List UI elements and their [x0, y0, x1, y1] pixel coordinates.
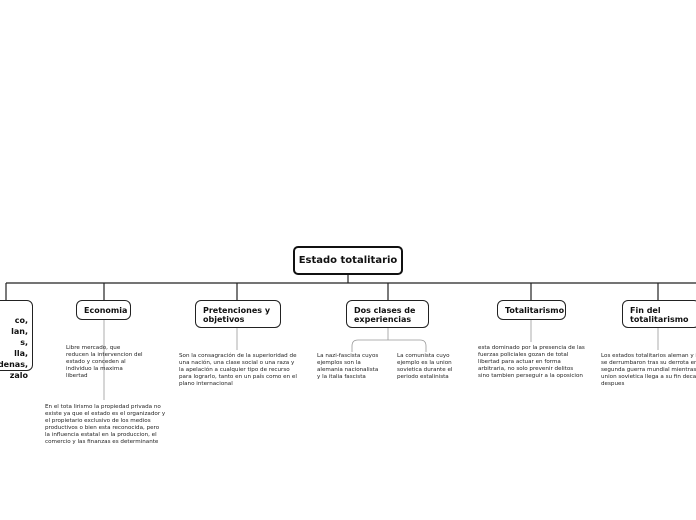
- note-nazi-fascista[interactable]: La nazi-fascista cuyos ejemplos son la a…: [317, 353, 379, 380]
- branch-fin[interactable]: Fin del totalitarismo: [622, 300, 696, 328]
- branch-economia[interactable]: Economia: [76, 300, 131, 320]
- note-fin[interactable]: Los estados totalitarios aleman y i se d…: [601, 353, 696, 387]
- note-totalitarismo[interactable]: esta dominado por la presencia de las fu…: [478, 345, 585, 379]
- branch-pretenciones[interactable]: Pretenciones y objetivos: [195, 300, 281, 328]
- note-economia-2[interactable]: En el tota lirismo la propiedad privada …: [45, 404, 166, 445]
- branch-dos-clases[interactable]: Dos clases de experiencias: [346, 300, 429, 328]
- root-topic[interactable]: Estado totalitario: [293, 246, 403, 275]
- branch-cut-off[interactable]: co, lan, s, lla, rdenas, zalo: [0, 300, 33, 380]
- note-economia-1[interactable]: Libre mercado, que reducen la intervenci…: [66, 345, 143, 379]
- note-pretenciones[interactable]: Son la consagración de la superioridad d…: [179, 353, 297, 387]
- note-comunista[interactable]: La comunista cuyo ejemplo es la union so…: [397, 353, 453, 380]
- branch-totalitarismo[interactable]: Totalitarismo: [497, 300, 566, 320]
